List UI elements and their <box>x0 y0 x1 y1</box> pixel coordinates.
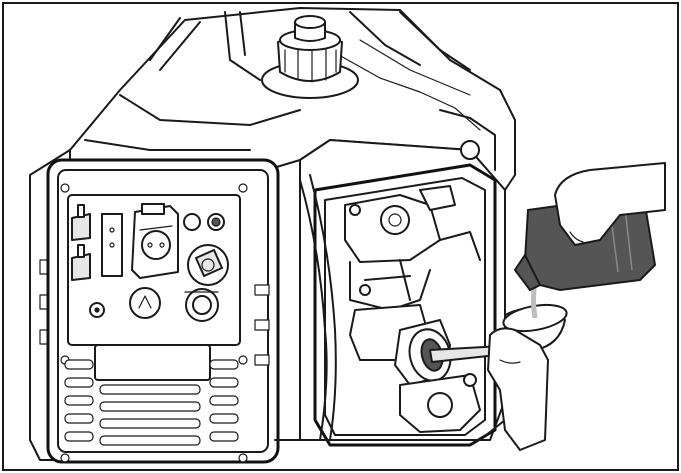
oil-bottle <box>513 198 657 292</box>
toggle-switch-lower <box>71 244 91 281</box>
toggle-switch-upper <box>71 204 91 241</box>
maintenance-opening <box>313 140 497 447</box>
bolt <box>460 140 480 160</box>
dc-outlet <box>184 288 219 322</box>
indicator-strip <box>101 213 123 277</box>
fuel-cap <box>261 15 359 99</box>
control-panel <box>46 158 280 464</box>
ac-outlet <box>131 203 179 279</box>
label-plate <box>94 344 211 381</box>
reset-button <box>183 213 201 231</box>
hand-lower <box>487 327 549 451</box>
vent-grille <box>64 359 239 446</box>
rotary-knob <box>187 244 229 286</box>
hand-upper <box>554 162 666 246</box>
usb-port <box>129 287 161 319</box>
